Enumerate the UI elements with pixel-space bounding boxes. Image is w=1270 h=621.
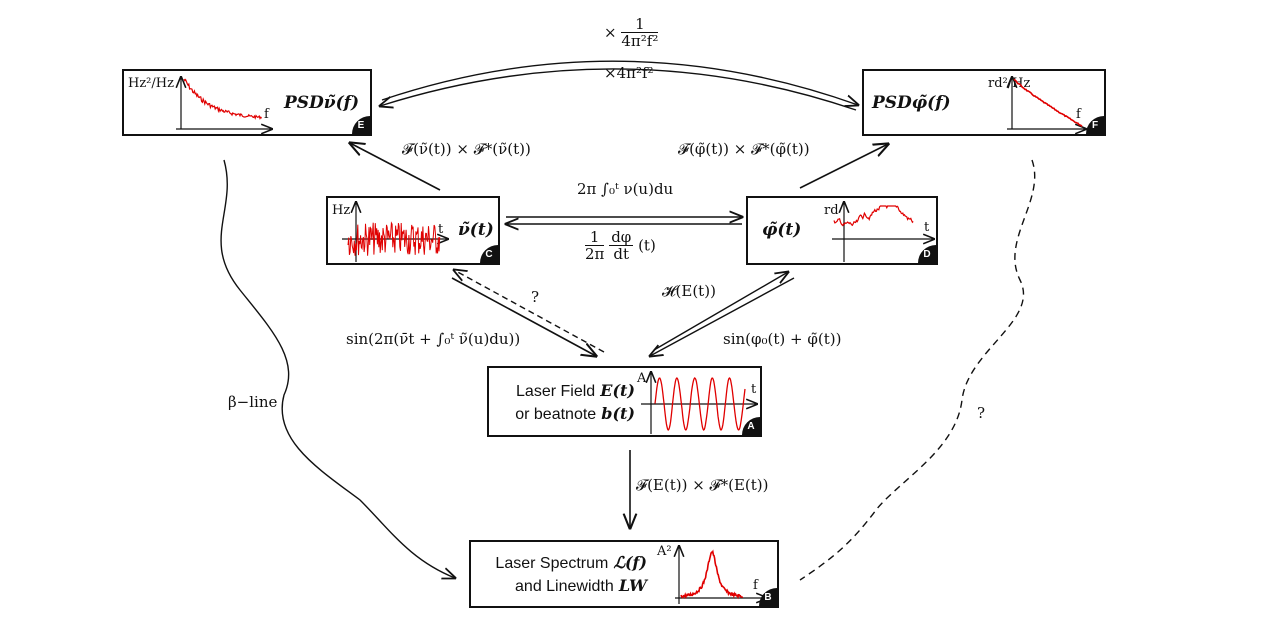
node-c-signal-trace xyxy=(347,221,441,256)
node-e-signal-trace xyxy=(183,78,263,120)
arrow-d-to-f xyxy=(799,144,888,189)
node-f-signal-trace xyxy=(1013,78,1083,128)
edge-label-question-c: ? xyxy=(531,288,540,306)
node-f-plot xyxy=(864,71,1108,138)
node-e-symbol: PSDν̃(f) xyxy=(284,93,359,113)
node-c-axis-y-label: Hz xyxy=(332,203,351,218)
arc-f-to-e xyxy=(380,68,857,111)
node-e-plot xyxy=(124,71,374,138)
edge-label-spectrum: 𝓕(E(t)) × 𝓕*(E(t)) xyxy=(636,476,769,494)
node-d-phase-noise: φ̃(t) rd t D xyxy=(746,196,938,265)
node-a-signal-trace xyxy=(654,377,746,432)
node-f-axis-x-label: f xyxy=(1076,107,1081,122)
arrow-a-to-c-dashed xyxy=(454,270,605,353)
arrow-c-to-a xyxy=(451,277,596,356)
node-d-signal-trace xyxy=(833,205,914,227)
node-b-laser-spectrum: Laser Spectrum ℒ(f) and Linewidth LW A² … xyxy=(469,540,779,608)
edge-label-f-psd: 𝓕(φ̃(t)) × 𝓕*(φ̃(t)) xyxy=(678,140,810,158)
node-c-badge: C xyxy=(480,245,498,263)
edge-label-hilbert: 𝓗(E(t)) xyxy=(662,282,716,300)
node-b-signal-trace xyxy=(680,549,744,600)
node-a-axis-x-label: t xyxy=(751,382,757,397)
node-e-axis-y-label: Hz²/Hz xyxy=(128,76,174,91)
node-a-laser-field: Laser Field E(t) or beatnote b(t) A t A xyxy=(487,366,762,437)
edge-label-sin-right: sin(φ₀(t) + φ̃(t)) xyxy=(723,330,842,348)
node-f-badge: F xyxy=(1086,116,1104,134)
node-d-axis-x-label: t xyxy=(924,220,930,235)
node-d-badge: D xyxy=(918,245,936,263)
beta-line-curve xyxy=(220,159,455,578)
node-a-badge: A xyxy=(742,417,760,435)
node-b-axis-x-label: f xyxy=(753,578,758,593)
node-d-plot xyxy=(832,198,940,262)
node-e-badge: E xyxy=(352,116,370,134)
node-a-plot xyxy=(641,368,764,434)
node-f-psd-phase: PSDφ̃(f) rd²/Hz f F xyxy=(862,69,1106,136)
node-e-psd-frequency: Hz²/Hz f PSDν̃(f) E xyxy=(122,69,372,136)
edge-label-question-f: ? xyxy=(977,404,986,422)
edge-label-top-multiply: ×4π²f² xyxy=(604,64,654,82)
arrow-c-to-e xyxy=(350,143,441,191)
node-a-symbol-beatnote: b(t) xyxy=(601,404,635,423)
node-a-symbol-field: E(t) xyxy=(600,381,635,400)
node-b-axis-y-label: A² xyxy=(657,544,672,559)
node-b-label: Laser Spectrum ℒ(f) and Linewidth LW xyxy=(495,553,647,595)
arc-e-to-f xyxy=(381,60,858,105)
edge-label-beta-line: β−line xyxy=(228,393,278,411)
node-b-symbol-linewidth: LW xyxy=(618,576,647,595)
node-a-axis-y-label: A xyxy=(637,371,647,386)
node-c-symbol: ν̃(t) xyxy=(458,220,494,240)
dashed-curve-f-to-b xyxy=(799,159,1036,581)
edge-label-sin-left: sin(2π(ν̄t + ∫₀ᵗ ν̃(u)du)) xyxy=(346,330,521,348)
node-a-label: Laser Field E(t) or beatnote b(t) xyxy=(515,381,635,423)
node-f-symbol: PSDφ̃(f) xyxy=(872,93,951,113)
node-c-plot xyxy=(342,198,502,262)
node-c-axis-x-label: t xyxy=(438,222,444,237)
arrow-d-to-a xyxy=(650,277,795,356)
node-b-badge: B xyxy=(759,588,777,606)
edge-label-e-psd: 𝓕(ν̃(t)) × 𝓕*(ν̃(t)) xyxy=(402,140,531,158)
node-c-frequency-noise: Hz t ν̃(t) C xyxy=(326,196,500,265)
node-d-symbol: φ̃(t) xyxy=(762,220,802,240)
edge-label-integral: 2π ∫₀ᵗ ν(u)du xyxy=(577,180,674,198)
node-b-plot xyxy=(471,542,781,604)
node-d-axis-y-label: rd xyxy=(824,203,839,218)
arrow-a-to-d xyxy=(653,272,788,351)
node-e-axis-x-label: f xyxy=(264,107,269,122)
node-b-symbol-spectrum: ℒ(f) xyxy=(613,553,647,572)
